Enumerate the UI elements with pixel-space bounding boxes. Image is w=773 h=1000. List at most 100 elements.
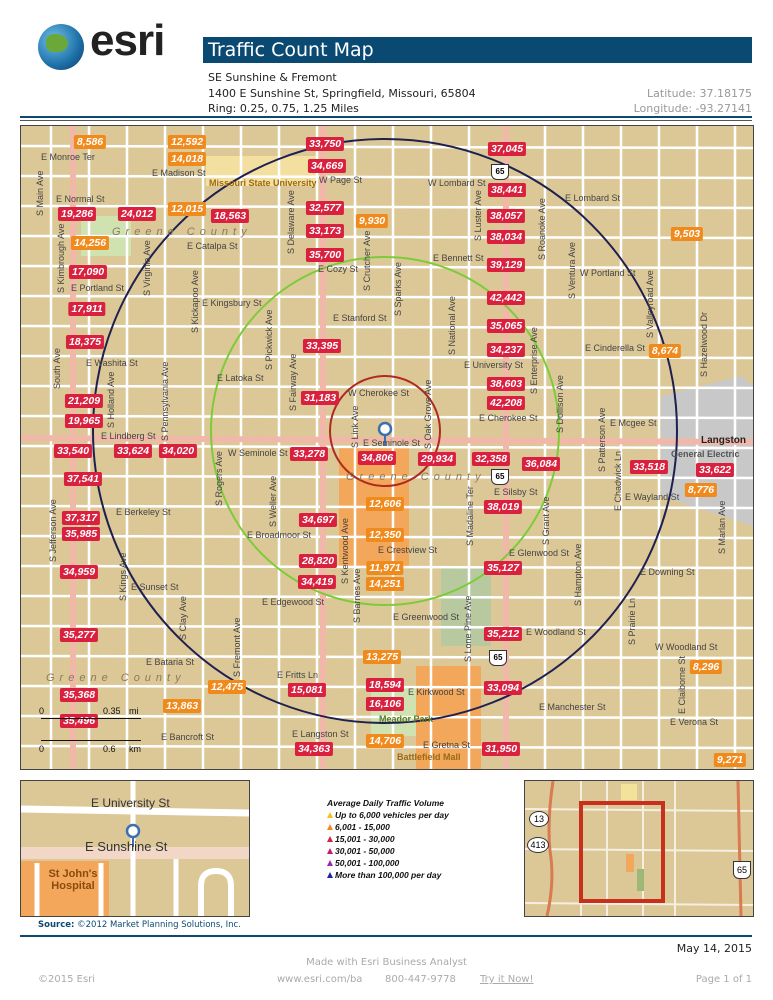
traffic-count-label[interactable]: 33,622 — [695, 463, 735, 477]
traffic-count-label[interactable]: 29,934 — [417, 452, 457, 466]
traffic-count-label[interactable]: 31,950 — [481, 742, 521, 756]
traffic-count-label[interactable]: 32,358 — [471, 452, 511, 466]
street-label: S Roanoke Ave — [537, 198, 547, 260]
traffic-count-label[interactable]: 34,020 — [158, 444, 198, 458]
site-pin-icon[interactable] — [377, 421, 393, 446]
traffic-count-label[interactable]: 35,985 — [61, 527, 101, 541]
traffic-count-label[interactable]: 42,442 — [486, 291, 526, 305]
traffic-count-label[interactable]: 34,363 — [294, 742, 334, 756]
traffic-count-label[interactable]: 33,518 — [629, 460, 669, 474]
traffic-count-label[interactable]: 34,237 — [486, 343, 526, 357]
traffic-count-label[interactable]: 37,317 — [61, 511, 101, 525]
traffic-count-label[interactable]: 24,012 — [117, 207, 157, 221]
traffic-count-label[interactable]: 38,057 — [486, 209, 526, 223]
traffic-count-label[interactable]: 12,350 — [365, 528, 405, 542]
traffic-count-label[interactable]: 12,015 — [167, 202, 207, 216]
park-area — [441, 566, 491, 646]
street-label: S Marlan Ave — [717, 500, 727, 554]
legend-label: 6,001 - 15,000 — [335, 822, 390, 832]
extent-box — [579, 801, 665, 903]
traffic-count-label[interactable]: 9,930 — [355, 214, 389, 228]
traffic-count-label[interactable]: 28,820 — [298, 554, 338, 568]
traffic-count-label[interactable]: 35,277 — [59, 628, 99, 642]
traffic-count-label[interactable]: 35,127 — [483, 561, 523, 575]
route-13-shield: 13 — [529, 811, 549, 827]
traffic-count-label[interactable]: 9,503 — [670, 227, 704, 241]
traffic-count-label[interactable]: 13,863 — [162, 699, 202, 713]
traffic-count-label[interactable]: 18,375 — [65, 335, 105, 349]
traffic-count-label[interactable]: 39,129 — [486, 258, 526, 272]
traffic-count-label[interactable]: 8,296 — [689, 660, 723, 674]
traffic-count-label[interactable]: 35,700 — [305, 248, 345, 262]
street-label: E Wayland St — [625, 492, 680, 502]
traffic-count-label[interactable]: 38,603 — [486, 377, 526, 391]
traffic-count-label[interactable]: 34,806 — [357, 451, 397, 465]
traffic-count-label[interactable]: 33,173 — [305, 224, 345, 238]
triangle-icon — [327, 824, 333, 830]
traffic-count-label[interactable]: 38,034 — [486, 230, 526, 244]
inset-map-overview[interactable]: 13 413 65 — [524, 780, 754, 917]
traffic-count-label[interactable]: 13,275 — [362, 650, 402, 664]
traffic-count-label[interactable]: 21,209 — [64, 394, 104, 408]
traffic-count-label[interactable]: 12,475 — [207, 680, 247, 694]
traffic-count-label[interactable]: 35,368 — [59, 688, 99, 702]
traffic-count-label[interactable]: 36,084 — [521, 457, 561, 471]
street-label: E Latoka St — [217, 373, 264, 383]
street-label: E Crestview St — [378, 545, 438, 555]
traffic-count-label[interactable]: 38,441 — [487, 183, 527, 197]
traffic-count-label[interactable]: 18,594 — [365, 678, 405, 692]
traffic-count-label[interactable]: 37,541 — [63, 472, 103, 486]
traffic-count-label[interactable]: 32,577 — [305, 201, 345, 215]
traffic-count-label[interactable]: 35,065 — [486, 319, 526, 333]
street-label: E Silsby St — [494, 487, 538, 497]
traffic-count-label[interactable]: 34,959 — [59, 565, 99, 579]
traffic-count-label[interactable]: 8,776 — [684, 483, 718, 497]
legend-label: 50,001 - 100,000 — [335, 858, 400, 868]
traffic-count-label[interactable]: 34,419 — [297, 575, 337, 589]
traffic-count-label[interactable]: 11,971 — [366, 561, 404, 575]
esri-url[interactable]: www.esri.com/ba — [277, 974, 363, 985]
traffic-count-label[interactable]: 12,606 — [365, 497, 405, 511]
traffic-count-label[interactable]: 14,706 — [365, 734, 405, 748]
traffic-count-label[interactable]: 14,251 — [365, 577, 405, 591]
scale-km-zero: 0 — [39, 744, 45, 754]
traffic-count-label[interactable]: 15,081 — [287, 683, 327, 697]
site-name: SE Sunshine & Fremont — [208, 71, 337, 84]
try-it-now-link[interactable]: Try it Now! — [480, 974, 534, 985]
traffic-count-label[interactable]: 17,090 — [68, 265, 108, 279]
traffic-count-label[interactable]: 19,965 — [64, 414, 104, 428]
traffic-count-label[interactable]: 42,208 — [486, 396, 526, 410]
traffic-count-label[interactable]: 37,045 — [487, 142, 527, 156]
logo-text: esri — [90, 16, 165, 65]
traffic-count-label[interactable]: 33,750 — [305, 137, 345, 151]
traffic-count-label[interactable]: 8,674 — [648, 344, 682, 358]
triangle-icon — [327, 812, 333, 818]
traffic-count-label[interactable]: 34,697 — [298, 513, 338, 527]
street-label: W Woodland St — [655, 642, 718, 652]
county-label: Greene County — [112, 226, 252, 238]
copyright: ©2015 Esri — [38, 974, 96, 985]
traffic-count-label[interactable]: 14,256 — [70, 236, 110, 250]
traffic-count-label[interactable]: 14,018 — [167, 152, 207, 166]
traffic-count-label[interactable]: 33,395 — [302, 339, 342, 353]
inset-map-detail[interactable]: E University St E Sunshine St St John's … — [20, 780, 250, 917]
traffic-count-label[interactable]: 38,019 — [483, 500, 523, 514]
traffic-count-label[interactable]: 33,094 — [483, 681, 523, 695]
traffic-count-label[interactable]: 9,271 — [713, 753, 747, 767]
traffic-count-label[interactable]: 12,592 — [167, 135, 207, 149]
traffic-count-label[interactable]: 18,563 — [210, 209, 250, 223]
traffic-count-label[interactable]: 31,183 — [300, 391, 340, 405]
esri-logo: esri — [38, 16, 188, 72]
phone: 800-447-9778 — [385, 974, 456, 985]
street-label: E Kirkwood St — [408, 687, 465, 697]
traffic-count-label[interactable]: 33,540 — [53, 444, 93, 458]
traffic-count-label[interactable]: 35,212 — [483, 627, 523, 641]
traffic-count-label[interactable]: 33,624 — [113, 444, 153, 458]
traffic-count-label[interactable]: 8,586 — [73, 135, 107, 149]
traffic-count-label[interactable]: 19,286 — [57, 207, 97, 221]
traffic-count-label[interactable]: 17,911 — [68, 302, 106, 316]
traffic-count-label[interactable]: 33,278 — [289, 447, 329, 461]
traffic-count-label[interactable]: 16,106 — [365, 697, 405, 711]
traffic-count-label[interactable]: 34,669 — [307, 159, 347, 173]
traffic-map[interactable]: 8,586 12,592 14,018 12,015 9,930 14,256 9,503 8… — [20, 125, 754, 770]
